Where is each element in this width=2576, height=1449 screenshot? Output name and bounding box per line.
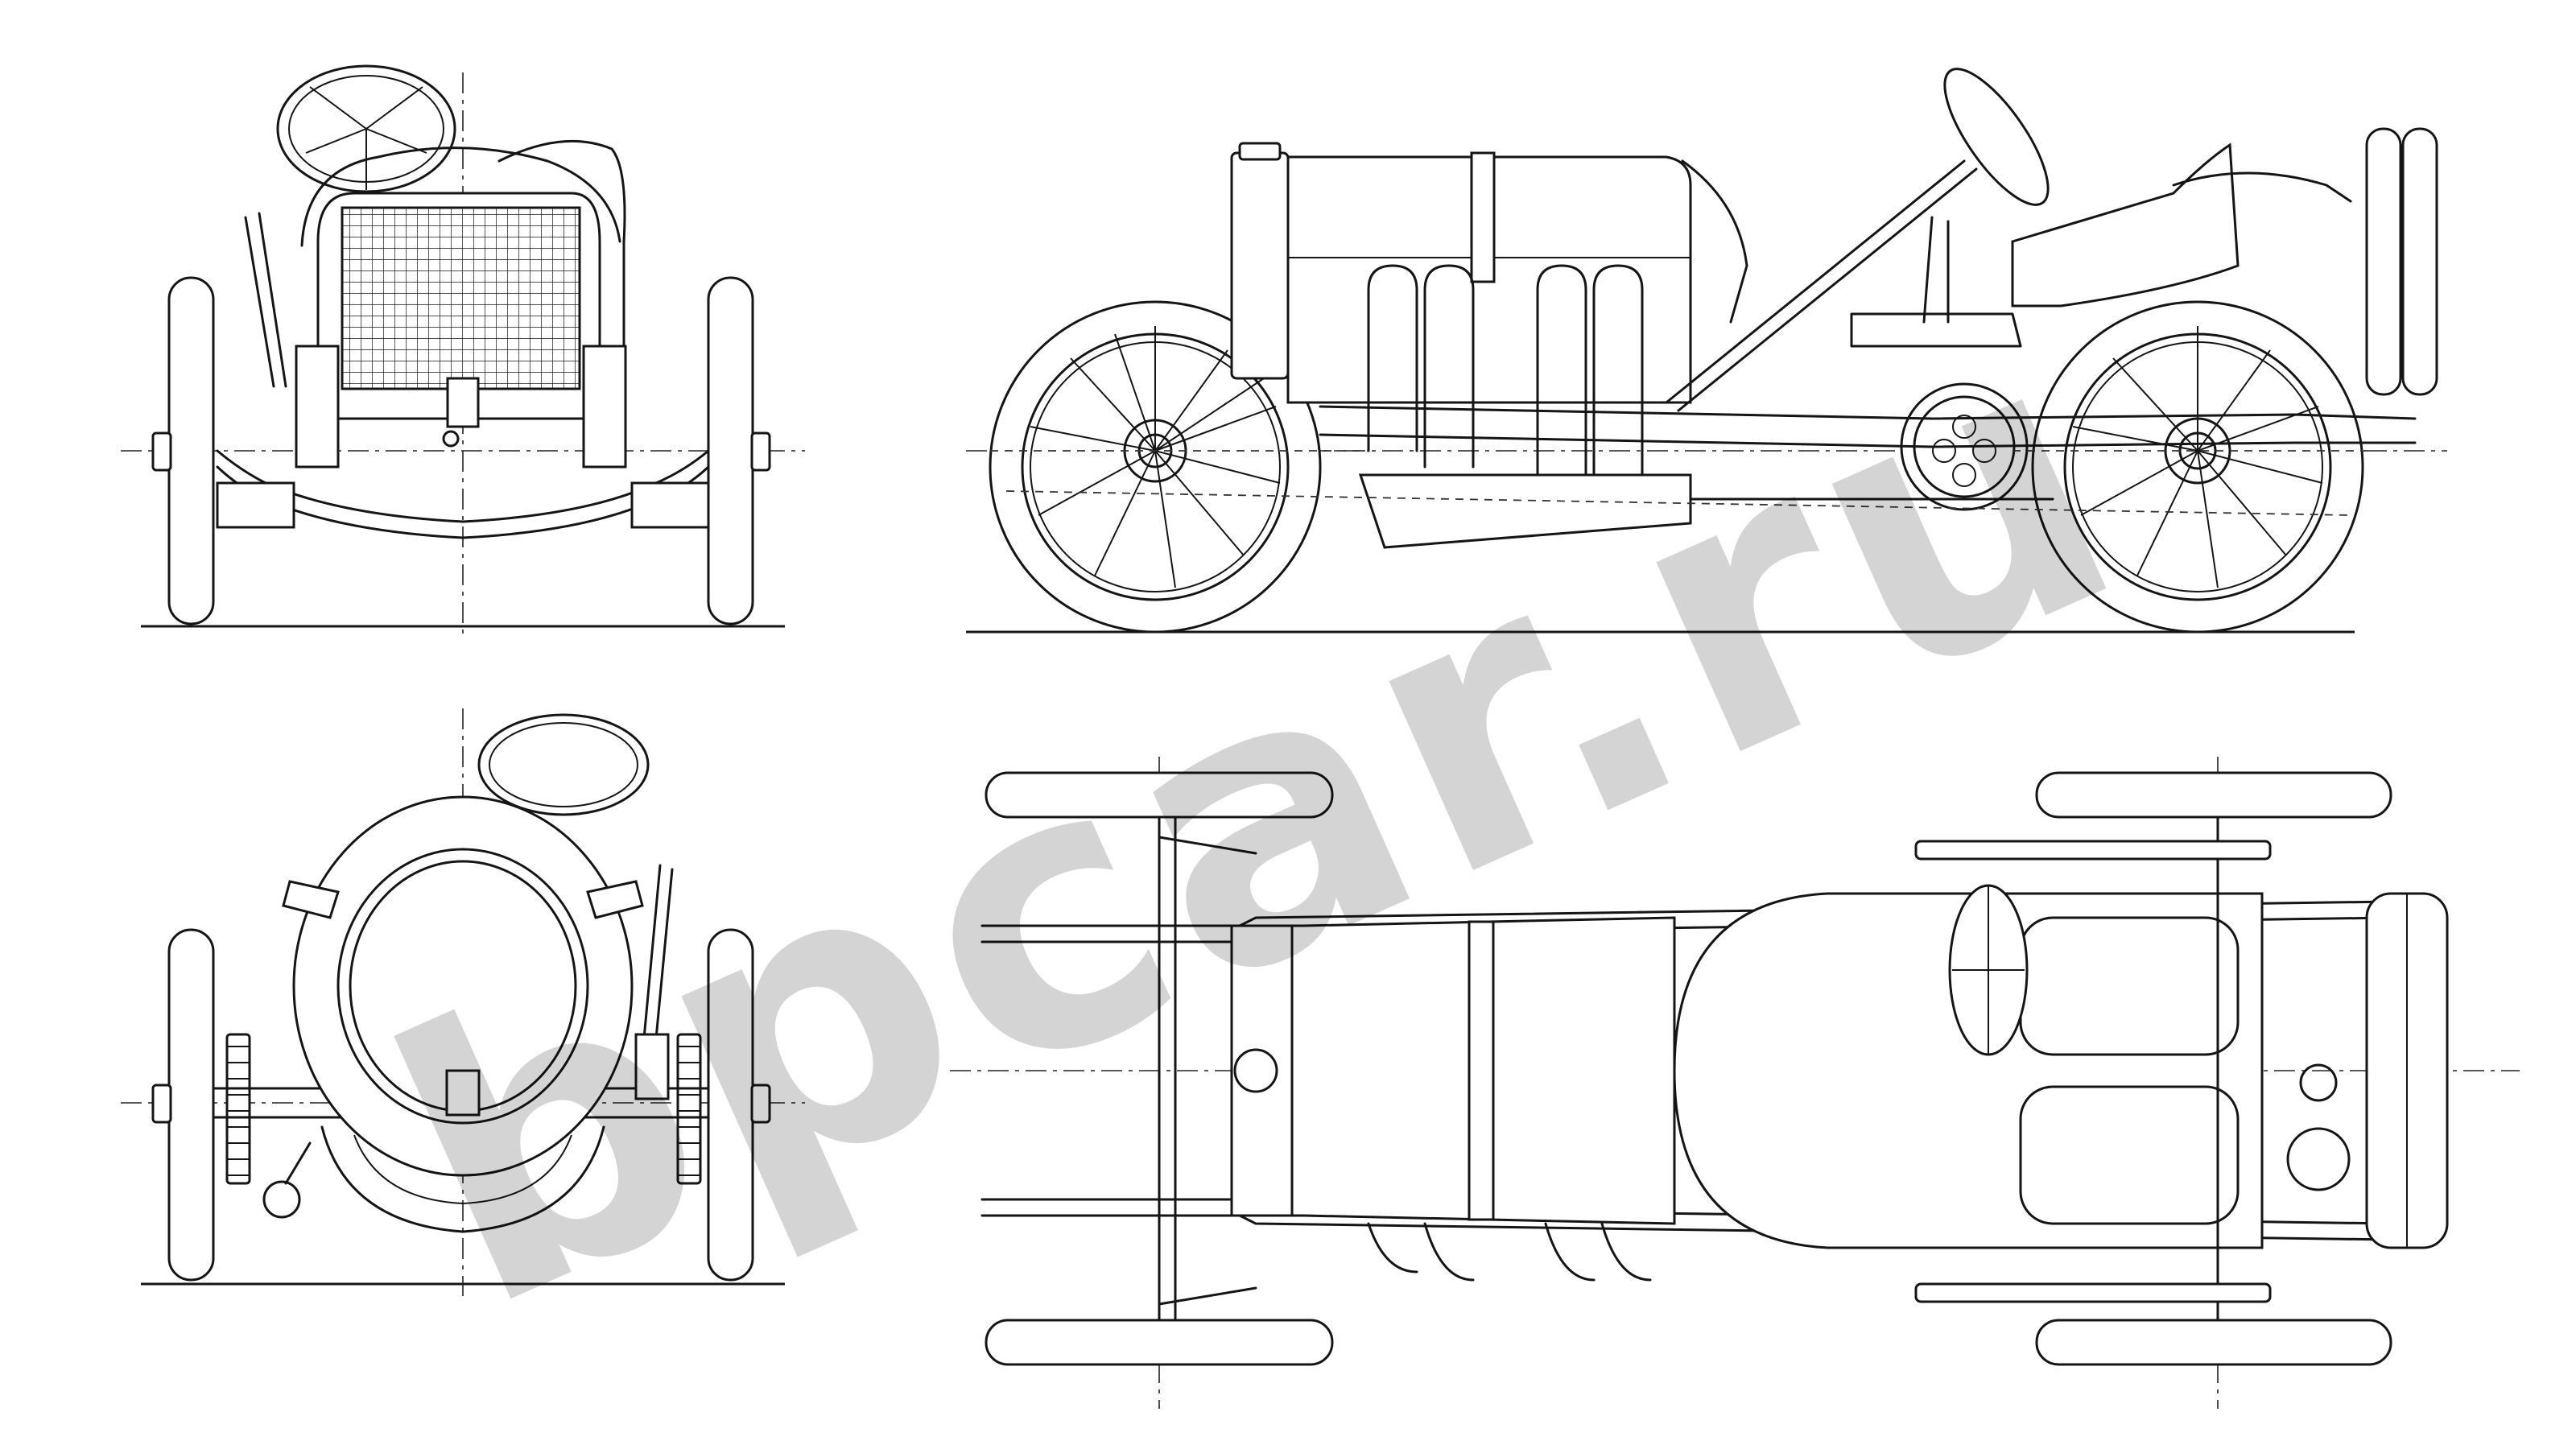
rear-view-bottom-strap (445, 1069, 481, 1117)
rear-view-right-strap (586, 880, 644, 919)
rear-view-left-wheel (167, 928, 215, 1282)
top-view-left-seat (2019, 916, 2240, 1056)
top-view-left-sprocket (1914, 840, 2272, 861)
front-view-starter-crank (446, 377, 480, 428)
side-view-front-wheel (989, 300, 1322, 634)
front-view (121, 64, 805, 636)
side-view-dashboard (1681, 159, 1748, 324)
rear-view-brake-levers (642, 864, 674, 1040)
top-view-rear-right-wheel (2035, 1319, 2392, 1366)
front-view-right-spring (582, 345, 627, 469)
rear-view-undertray (320, 1125, 605, 1233)
front-view-steering-wheel (276, 64, 456, 193)
top-view-bonnet-strap (1468, 920, 1495, 1221)
rear-view (121, 708, 805, 1296)
rear-view-steering-wheel (477, 713, 650, 816)
side-view-steering-wheel (1943, 68, 2050, 206)
top-view-front-right-wheel (985, 1319, 1334, 1366)
top-view-radiator-cap (1233, 1048, 1278, 1093)
top-view-right-seat (2019, 1085, 2240, 1225)
side-view-rear-wheel (2031, 300, 2364, 634)
rear-view-left-strap (282, 880, 340, 919)
rear-view-left-sprocket (225, 1033, 251, 1185)
top-view-right-sprocket (1914, 1282, 2272, 1303)
rear-view-spare-tyre (336, 848, 589, 1125)
side-view-seat-back (2172, 171, 2352, 203)
side-view-seat (2011, 142, 2240, 308)
side-view-bonnet-strap (1470, 151, 1496, 283)
side-view-fuel-tank-2 (2401, 127, 2438, 396)
rear-view-lamp (262, 1180, 301, 1219)
front-view-radiator-grille (341, 206, 581, 390)
side-view-gearbox (1358, 473, 1692, 549)
side-view-fuel-tank-1 (2365, 127, 2402, 396)
rear-view-lever-base (634, 1033, 670, 1100)
side-view-steering-column (1665, 159, 1978, 412)
top-view-filler-cap (2286, 1127, 2351, 1191)
front-view-scuttle (300, 147, 621, 247)
side-view-radiator-cap (1238, 142, 1282, 161)
top-view-steering-arms (1158, 836, 1257, 1306)
side-view-exhaust-pipe-4 (1592, 264, 1644, 485)
side-view-radiator (1230, 151, 1290, 380)
front-view-right-hub (750, 431, 771, 472)
front-view-fuel-tank-edge (497, 139, 626, 372)
front-view-left-wheel (167, 276, 215, 625)
front-view-right-wheel (707, 276, 754, 625)
side-view-chassis-frame (1319, 405, 2417, 448)
front-view-right-leaf-end (630, 481, 710, 529)
top-view-exhaust-pipes (1367, 1222, 1652, 1282)
front-view-left-hub (151, 431, 172, 472)
rear-view-right-sprocket (676, 1033, 702, 1185)
side-view-exhaust-pipe-3 (1536, 264, 1587, 477)
front-view-left-spring (295, 345, 340, 469)
side-view (966, 68, 2447, 634)
side-view-floor (1850, 312, 2022, 348)
side-view-exhaust-pipe-1 (1367, 264, 1418, 452)
side-view-hand-levers (1922, 216, 1950, 324)
front-view-brake-levers (244, 212, 287, 388)
front-view-left-leaf-end (216, 481, 295, 529)
top-view-rear-left-wheel (2035, 771, 2392, 819)
top-view (950, 757, 2520, 1409)
